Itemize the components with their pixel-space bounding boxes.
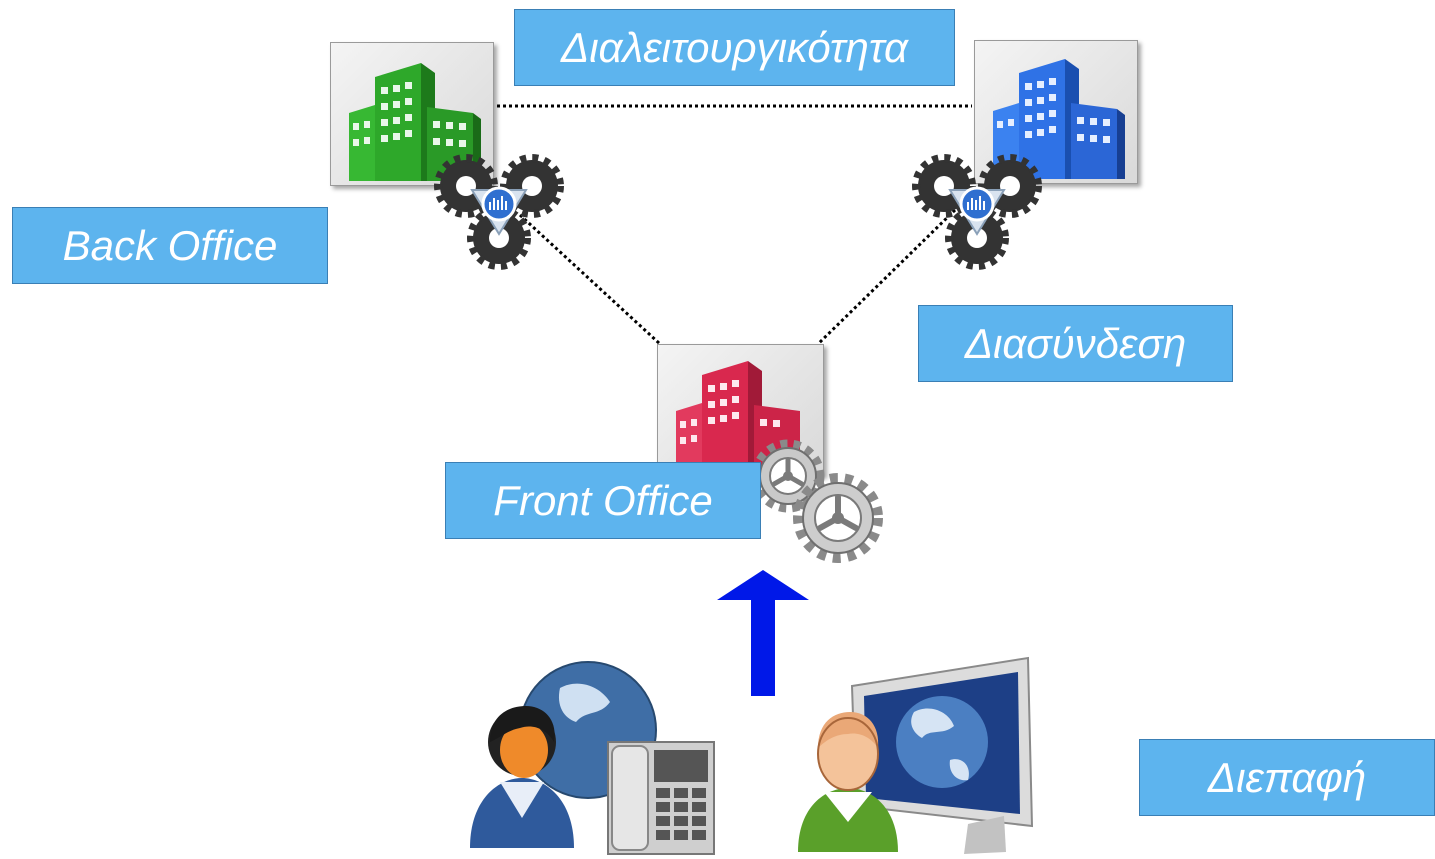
woman-globe-telephone-icon bbox=[470, 661, 715, 855]
front-office-building-card bbox=[657, 344, 824, 476]
front-office-label: Front Office bbox=[445, 462, 761, 539]
connection-label: Διασύνδεση bbox=[918, 305, 1233, 382]
interface-label: Διεπαφή bbox=[1139, 739, 1435, 816]
partner-gears-network-icon bbox=[912, 154, 1042, 270]
silver-gears-icon bbox=[751, 439, 883, 563]
back-office-gears-network-icon bbox=[434, 154, 564, 270]
connection-label-text: Διασύνδεση bbox=[964, 319, 1187, 367]
interface-label-text: Διεπαφή bbox=[1207, 753, 1367, 801]
red-building-icon bbox=[676, 361, 800, 475]
interoperability-label-text: Διαλειτουργικότητα bbox=[561, 23, 908, 71]
man-globe-monitor-icon bbox=[798, 656, 1034, 854]
up-arrow-icon bbox=[717, 570, 809, 696]
back-office-to-front-office-line bbox=[518, 213, 662, 346]
back-office-label-text: Back Office bbox=[62, 221, 278, 269]
back-office-label: Back Office bbox=[12, 207, 328, 284]
interoperability-label: Διαλειτουργικότητα bbox=[514, 9, 955, 86]
front-office-label-text: Front Office bbox=[493, 476, 713, 524]
partner-to-front-office-line bbox=[816, 208, 957, 346]
